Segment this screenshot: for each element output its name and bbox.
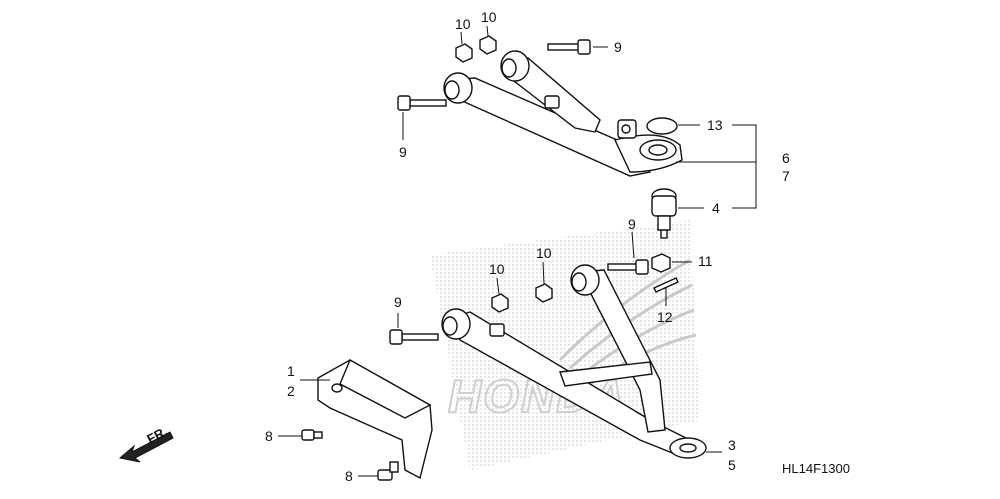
callout-9: 9 [614,39,622,55]
callout-6: 6 [782,150,790,166]
leader-lines [278,25,757,477]
front-direction-arrow-icon [118,431,174,463]
lower-rear-bolt [607,259,649,275]
callout-10: 10 [489,261,505,277]
callout-12: 12 [657,309,673,325]
callout-11: 11 [698,253,713,269]
guard-bolt-b [377,461,399,481]
callout-13: 13 [707,117,723,133]
callout-9: 9 [628,216,636,232]
lower-front-bolt [389,329,439,345]
upper-front-bolt [397,95,447,111]
callout-4: 4 [712,200,720,216]
callout-2: 2 [287,383,295,399]
callout-8: 8 [265,428,273,444]
upper-rear-bolt [547,39,591,55]
upper-nut-a [455,43,473,63]
callout-10: 10 [455,16,471,32]
diagram-code: HL14F1300 [782,461,850,476]
guard-bolt-a [301,429,323,441]
callout-1: 1 [287,363,295,379]
arm-guard [317,359,433,480]
snap-ring [646,117,678,135]
upper-nut-b [479,35,497,55]
callout-5: 5 [728,457,736,473]
callout-3: 3 [728,437,736,453]
cotter-pin [653,277,679,293]
lower-nut-a [491,293,509,313]
callout-10: 10 [481,9,497,25]
callout-10: 10 [536,245,552,261]
callout-9: 9 [399,144,407,160]
callout-8: 8 [345,468,353,484]
callout-9: 9 [394,294,402,310]
ball-joint [651,188,677,239]
lower-nut-b [535,283,553,303]
castle-nut [651,253,671,273]
callout-7: 7 [782,168,790,184]
lower-arm [441,264,707,459]
upper-arm [443,50,683,177]
